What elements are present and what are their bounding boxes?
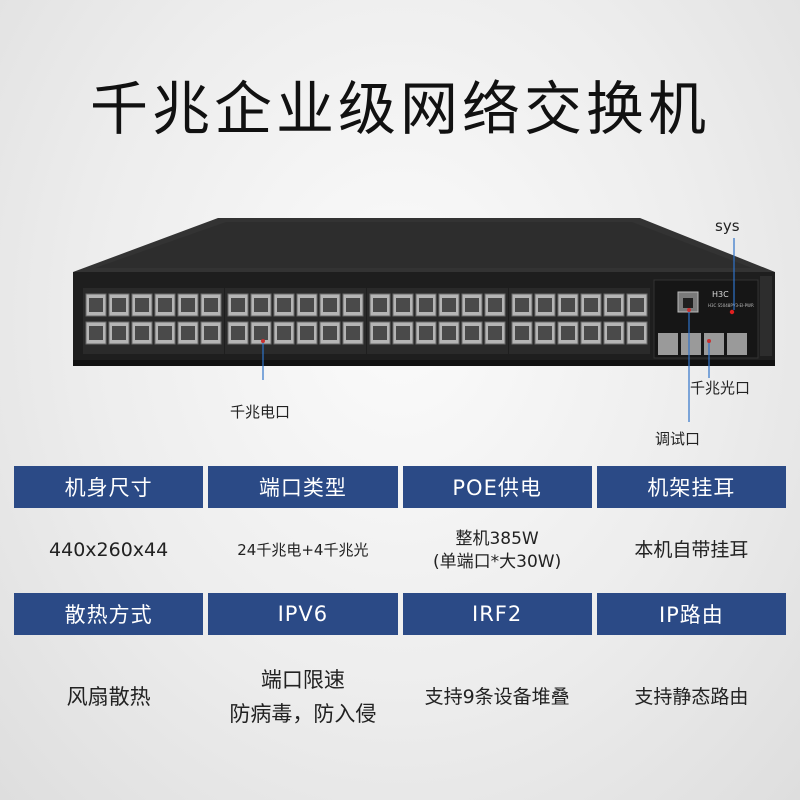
rj45-port-opening (231, 326, 245, 340)
spec-value-ip-routing: 支持静态路由 (634, 686, 749, 709)
rj45-port-opening (135, 298, 149, 312)
spec-header-ipv6: IPV6 (208, 593, 398, 635)
callout-sys: sys (715, 217, 740, 235)
callout-optical-port: 千兆光口 (690, 379, 751, 397)
rj45-port-opening (277, 326, 291, 340)
rj45-port-opening (465, 326, 479, 340)
rj45-port-opening (538, 326, 552, 340)
spec-header-ip-routing: IP路由 (596, 593, 786, 635)
rj45-port-opening (488, 326, 502, 340)
spec-table: 机身尺寸 端口类型 POE供电 机架挂耳 440x260x44 24千兆电+4千… (14, 466, 786, 761)
sys-led (729, 309, 735, 315)
rj45-port-opening (346, 298, 360, 312)
rj45-port-opening (181, 326, 195, 340)
rj45-port-opening (323, 326, 337, 340)
rj45-port-grid (83, 288, 650, 354)
device-model-text: H3C S5048PV3-EI-PWR (708, 303, 754, 308)
spec-value-irf2: 支持9条设备堆叠 (424, 686, 570, 709)
rj45-port-opening (277, 298, 291, 312)
rj45-port-opening (254, 326, 268, 340)
spec-value-rack-ears: 本机自带挂耳 (634, 538, 749, 561)
rj45-port-opening (231, 298, 245, 312)
callout-debug-port: 调试口 (655, 430, 701, 448)
rj45-port-opening (158, 326, 172, 340)
rj45-port-opening (607, 298, 621, 312)
rj45-port-opening (112, 298, 126, 312)
rj45-port-opening (419, 326, 433, 340)
device-logo: H3C (712, 290, 729, 299)
rj45-port-opening (204, 298, 218, 312)
rj45-port-opening (607, 326, 621, 340)
rj45-port-opening (89, 326, 103, 340)
rj45-port-opening (300, 326, 314, 340)
spec-header-size: 机身尺寸 (14, 466, 204, 508)
spec-value-poe: 整机385W (单端口*大30W) (433, 529, 562, 572)
rj45-port-opening (89, 298, 103, 312)
switch-product-image: H3C H3C S5048PV3-EI-PWR (73, 218, 775, 422)
rj45-port-opening (561, 326, 575, 340)
rj45-port-opening (346, 326, 360, 340)
rj45-port-opening (584, 326, 598, 340)
sfp-ports (658, 333, 747, 355)
rj45-port-opening (630, 298, 644, 312)
callout-electric-port: 千兆电口 (230, 403, 291, 421)
spec-value-port-type: 24千兆电+4千兆光 (237, 540, 369, 559)
rj45-port-opening (442, 298, 456, 312)
rj45-port-opening (373, 326, 387, 340)
rj45-port-opening (419, 298, 433, 312)
rj45-port-opening (561, 298, 575, 312)
spec-value-size: 440x260x44 (49, 538, 169, 561)
rj45-port-opening (396, 298, 410, 312)
rj45-port-opening (515, 326, 529, 340)
rj45-port-opening (396, 326, 410, 340)
rj45-port-opening (112, 326, 126, 340)
spec-header-poe: POE供电 (402, 466, 592, 508)
rj45-port-opening (488, 298, 502, 312)
rj45-port-opening (204, 326, 218, 340)
spec-value-ipv6: 端口限速 防病毒，防入侵 (229, 668, 377, 726)
rj45-port-opening (158, 298, 172, 312)
rj45-port-opening (630, 326, 644, 340)
spec-header-cooling: 散热方式 (14, 593, 204, 635)
spec-value-cooling: 风扇散热 (66, 685, 151, 710)
rj45-port-opening (135, 326, 149, 340)
rj45-port-opening (300, 298, 314, 312)
rj45-port-opening (465, 298, 479, 312)
rj45-port-opening (254, 298, 268, 312)
rj45-port-opening (373, 298, 387, 312)
page-title: 千兆企业级网络交换机 (89, 75, 710, 143)
rj45-port-opening (584, 298, 598, 312)
rj45-port-opening (442, 326, 456, 340)
spec-header-rack-ears: 机架挂耳 (596, 466, 786, 508)
rj45-port-opening (515, 298, 529, 312)
spec-header-port-type: 端口类型 (208, 466, 398, 508)
rj45-port-opening (181, 298, 195, 312)
rj45-port-opening (323, 298, 337, 312)
rj45-port-opening (538, 298, 552, 312)
spec-header-irf2: IRF2 (402, 593, 592, 635)
